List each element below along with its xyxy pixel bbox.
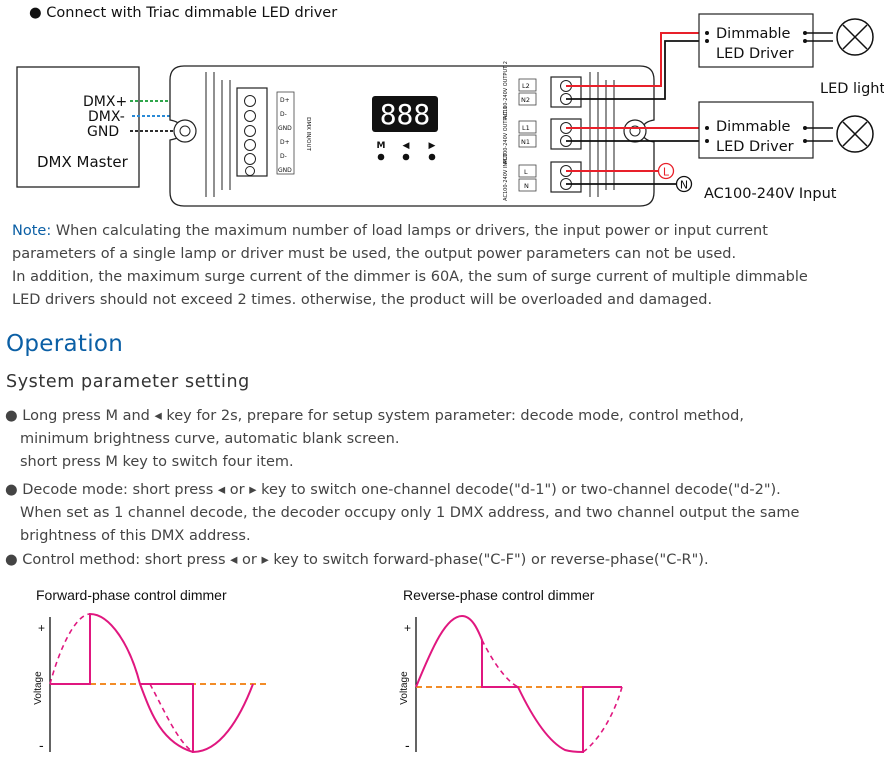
svg-text:LED Driver: LED Driver bbox=[716, 139, 794, 155]
dmx-master-box bbox=[16, 66, 140, 188]
note-block: Note: When calculating the maximum numbe… bbox=[12, 223, 808, 308]
bullet-decode: ● Decode mode: short press ◂ or ▸ key to… bbox=[5, 482, 800, 544]
subsection-title: System parameter setting bbox=[6, 372, 250, 392]
svg-text:N2: N2 bbox=[521, 96, 530, 104]
svg-text:L1: L1 bbox=[522, 124, 530, 132]
svg-text:+: + bbox=[38, 621, 45, 635]
svg-text:L: L bbox=[663, 166, 670, 179]
n2-wire bbox=[566, 40, 707, 100]
svg-text:GND: GND bbox=[278, 167, 292, 174]
svg-text:D-: D- bbox=[280, 153, 287, 160]
svg-text:-: - bbox=[405, 737, 410, 753]
neutral-marker bbox=[675, 175, 693, 193]
segment-display bbox=[372, 96, 438, 132]
svg-text:AC100-240V OUTPUT 2: AC100-240V OUTPUT 2 bbox=[503, 61, 509, 119]
svg-text:N: N bbox=[524, 182, 529, 190]
l2-wire bbox=[566, 32, 707, 87]
dmx-plus-label: DMX+ bbox=[83, 94, 127, 110]
display-digits: 888 bbox=[380, 98, 431, 131]
svg-text:+: + bbox=[404, 621, 411, 635]
lamp-icon bbox=[836, 18, 874, 56]
svg-text:DMX IN/OUT: DMX IN/OUT bbox=[305, 117, 311, 151]
bullet-control: ● Control method: short press ◂ or ▸ key… bbox=[5, 552, 709, 568]
forward-phase-title: Forward-phase control dimmer bbox=[36, 587, 227, 603]
right-button bbox=[428, 153, 436, 161]
left-button bbox=[402, 153, 410, 161]
section-title: Operation bbox=[6, 331, 124, 357]
svg-text:D+: D+ bbox=[280, 139, 290, 146]
svg-text:AC100-240V INPUT: AC100-240V INPUT bbox=[503, 152, 509, 201]
svg-text:D+: D+ bbox=[280, 97, 290, 104]
wiring-diagram: DMX Master DMX+ DMX- GND D+ D- GND D+ D-… bbox=[16, 13, 884, 207]
svg-text:▶: ▶ bbox=[429, 141, 436, 151]
svg-text:Voltage: Voltage bbox=[33, 671, 44, 705]
dmx-minus-label: DMX- bbox=[88, 109, 125, 125]
forward-phase-wave bbox=[50, 612, 194, 753]
lamp-icon bbox=[836, 115, 874, 153]
gnd-label: GND bbox=[87, 124, 119, 140]
svg-text:LED Driver: LED Driver bbox=[716, 46, 794, 62]
driver-box-2 bbox=[698, 101, 814, 159]
svg-text:Dimmable: Dimmable bbox=[716, 26, 791, 42]
svg-text:N: N bbox=[680, 179, 688, 192]
svg-text:◀: ◀ bbox=[403, 141, 410, 151]
led-light-label: LED light bbox=[820, 81, 884, 97]
svg-text:N1: N1 bbox=[521, 138, 530, 146]
svg-text:L2: L2 bbox=[522, 82, 530, 90]
line-marker bbox=[657, 162, 675, 180]
svg-text:AC100-240V OUTPUT 1: AC100-240V OUTPUT 1 bbox=[503, 106, 509, 164]
bullet-setup: ● Long press M and ◂ key for 2s, prepare… bbox=[5, 408, 744, 470]
reverse-phase-wave bbox=[415, 614, 622, 754]
svg-text:M: M bbox=[377, 141, 386, 151]
reverse-phase-title: Reverse-phase control dimmer bbox=[403, 587, 595, 603]
svg-text:GND: GND bbox=[278, 125, 292, 132]
svg-text:Voltage: Voltage bbox=[399, 671, 410, 705]
svg-text:L: L bbox=[524, 168, 528, 176]
connect-heading: ● Connect with Triac dimmable LED driver bbox=[29, 5, 338, 21]
svg-text:-: - bbox=[39, 737, 44, 753]
dmx-master-label: DMX Master bbox=[37, 153, 129, 171]
m-button bbox=[377, 153, 385, 161]
svg-text:D-: D- bbox=[280, 111, 287, 118]
input-label: AC100-240V Input bbox=[704, 186, 837, 202]
note-label: Note: bbox=[12, 223, 52, 239]
svg-text:Dimmable: Dimmable bbox=[716, 119, 791, 135]
